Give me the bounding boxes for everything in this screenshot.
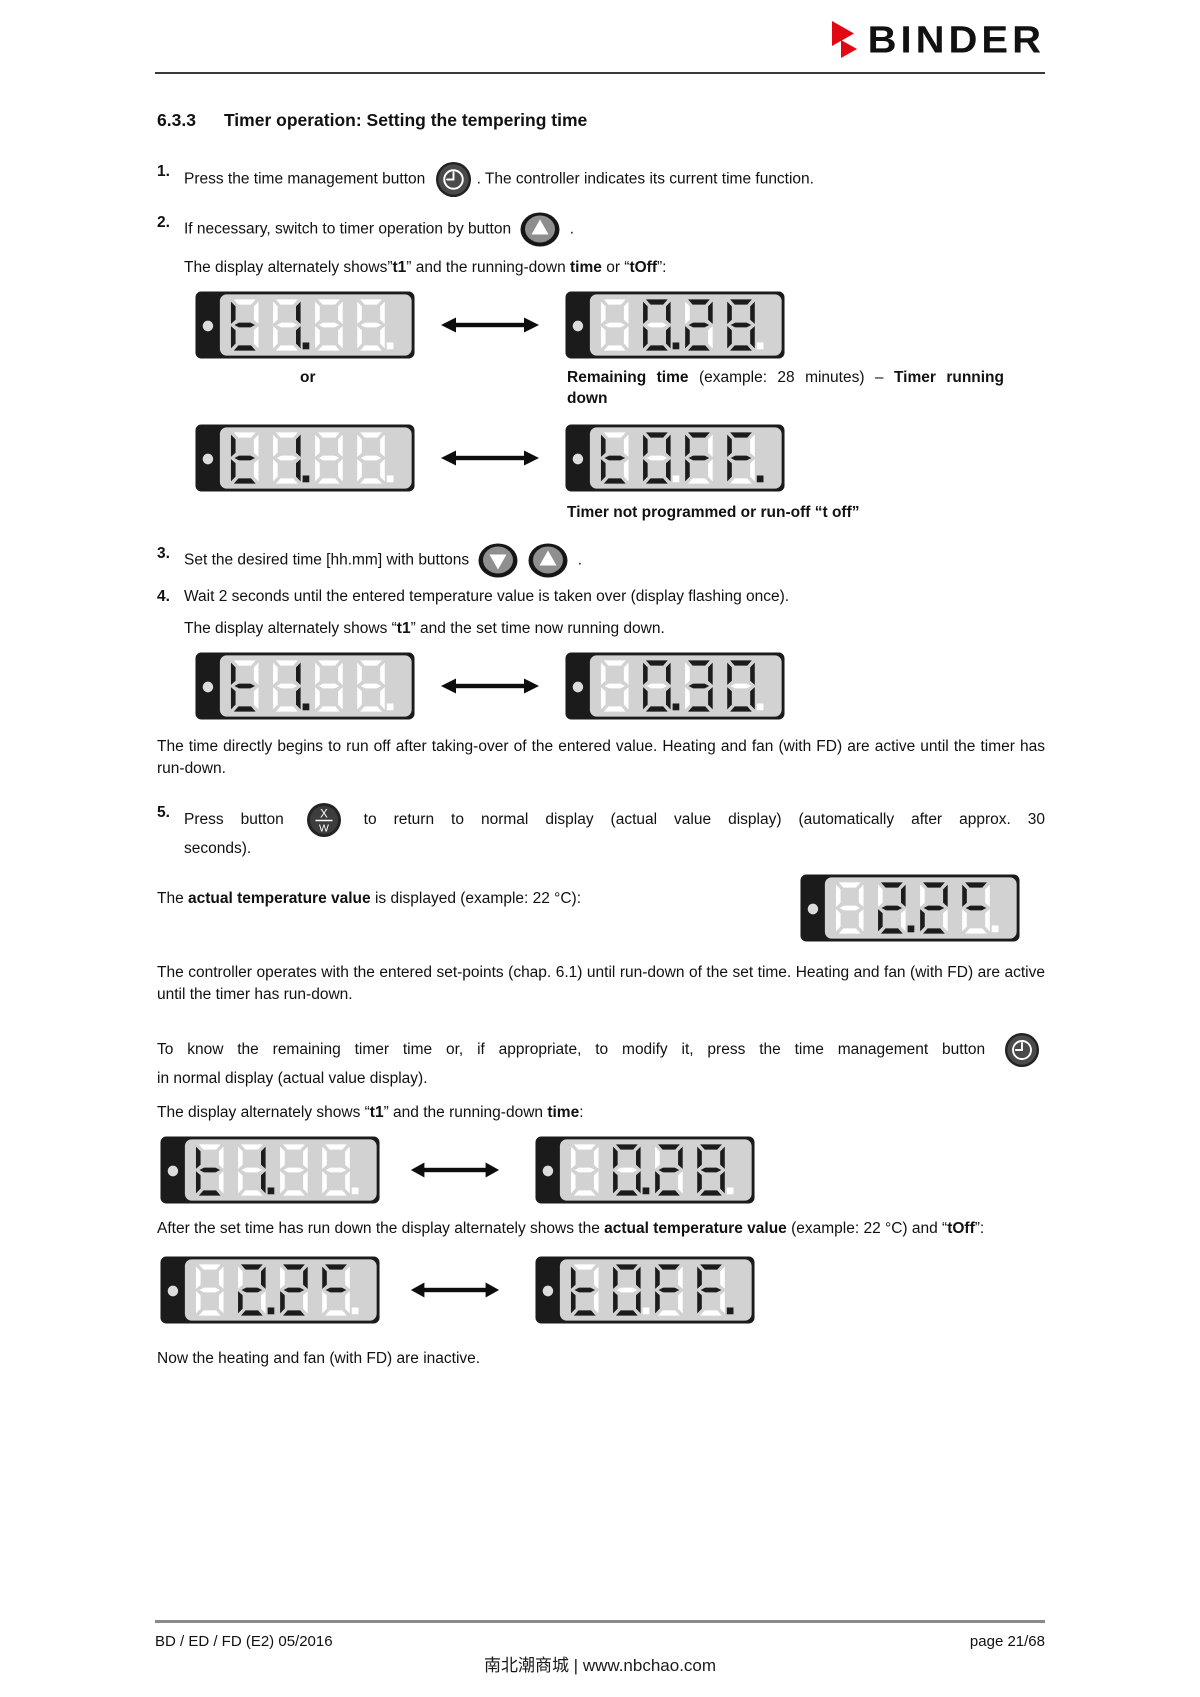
step-1-text-post: . The controller indicates its current t… bbox=[476, 170, 814, 188]
para-to-know-line2: in normal display (actual value display)… bbox=[157, 1069, 428, 1087]
section-heading: 6.3.3 Timer operation: Setting the tempe… bbox=[157, 108, 1045, 133]
step-text: Wait 2 seconds until the entered tempera… bbox=[184, 586, 1045, 640]
seg-display-t1 bbox=[195, 424, 415, 492]
display-pair-temp-toff bbox=[160, 1256, 1045, 1324]
step-4-text: Wait 2 seconds until the entered tempera… bbox=[184, 587, 790, 605]
watermark-text: 南北潮商城 | www.nbchao.com bbox=[483, 1656, 717, 1676]
binder-logo: BINDER bbox=[831, 18, 1045, 62]
step-2-subtext: The display alternately shows”t1” and th… bbox=[184, 258, 667, 276]
seg-display-toff bbox=[565, 424, 785, 492]
page-footer: BD / ED / FD (E2) 05/2016 page 21/68 南北潮… bbox=[155, 1620, 1045, 1678]
para-now-inactive: Now the heating and fan (with FD) are in… bbox=[157, 1349, 481, 1367]
caption-timer-not-programmed: Timer not programmed or run-off “t off” bbox=[567, 503, 860, 521]
para-actual-value: The actual temperature value is displaye… bbox=[157, 889, 582, 907]
step-number: 4. bbox=[157, 587, 170, 605]
step-text: Press the time management button . The c… bbox=[184, 161, 1045, 198]
step-3: 3. Set the desired time [hh.mm] with but… bbox=[157, 543, 1045, 578]
step-number: 1. bbox=[157, 162, 170, 180]
para-to-know-pre: To know the remaining timer time or, if … bbox=[157, 1041, 999, 1059]
step-5-text-line2: seconds). bbox=[184, 839, 252, 857]
step-2-text-post: . bbox=[565, 220, 575, 238]
alternate-arrow-icon bbox=[410, 1159, 500, 1181]
up-button-icon bbox=[520, 212, 560, 247]
step-2-text-pre: If necessary, switch to timer operation … bbox=[184, 220, 516, 238]
alternate-arrow-icon bbox=[410, 1279, 500, 1301]
down-button-icon bbox=[478, 543, 518, 578]
para-after-run-down: After the set time has run down the disp… bbox=[157, 1219, 985, 1237]
seg-display-temp-22 bbox=[160, 1256, 380, 1324]
seg-display-t1 bbox=[195, 652, 415, 720]
binder-logo-mark-icon bbox=[831, 20, 860, 60]
or-label: or bbox=[300, 368, 316, 386]
display-pair-t1-toff bbox=[195, 424, 1045, 492]
seg-display-time-030 bbox=[565, 652, 785, 720]
footer-page-number: page 21/68 bbox=[969, 1633, 1045, 1650]
caption-row: or Remaining time (example: 28 minutes) … bbox=[195, 367, 1045, 410]
display-pair-t1-time bbox=[195, 291, 1045, 359]
page-header: BINDER bbox=[155, 0, 1045, 74]
step-text: If necessary, switch to timer operation … bbox=[184, 212, 1045, 279]
step-number: 3. bbox=[157, 544, 170, 562]
para-run-off: The time directly begins to run off afte… bbox=[157, 737, 1045, 777]
step-1-text-pre: Press the time management button bbox=[184, 170, 430, 188]
time-management-button-icon bbox=[1004, 1032, 1040, 1068]
xw-button-w-label: W bbox=[319, 822, 329, 834]
para-alt-time: The display alternately shows “t1” and t… bbox=[157, 1103, 584, 1121]
seg-display-t1 bbox=[160, 1136, 380, 1204]
step-3-text-post: . bbox=[573, 551, 583, 569]
section-number: 6.3.3 bbox=[157, 110, 196, 130]
xw-button-x-label: X bbox=[320, 808, 328, 820]
step-number: 2. bbox=[157, 213, 170, 231]
actual-value-row: The actual temperature value is displaye… bbox=[157, 874, 1045, 942]
step-5-text-post: to return to normal display (actual valu… bbox=[346, 811, 1045, 829]
brand-text: BINDER bbox=[867, 18, 1045, 62]
alternate-arrow-icon bbox=[440, 675, 540, 697]
para-to-know: To know the remaining timer time or, if … bbox=[157, 1032, 1045, 1090]
step-4: 4. Wait 2 seconds until the entered temp… bbox=[157, 586, 1045, 640]
seg-display-time-028 bbox=[535, 1136, 755, 1204]
caption-remaining-time: Remaining time (example: 28 minutes) – T… bbox=[567, 368, 1004, 408]
footer-doc-ref: BD / ED / FD (E2) 05/2016 bbox=[155, 1633, 333, 1650]
step-4-subtext: The display alternately shows “t1” and t… bbox=[184, 619, 665, 637]
up-button-icon bbox=[528, 543, 568, 578]
alternate-arrow-icon bbox=[440, 314, 540, 336]
step-1: 1. Press the time management button . Th… bbox=[157, 161, 1045, 198]
display-pair-t1-time-2 bbox=[160, 1136, 1045, 1204]
seg-display-temp-22 bbox=[800, 874, 1020, 942]
seg-display-time-028 bbox=[565, 291, 785, 359]
step-5-text-pre: Press button bbox=[184, 811, 301, 829]
time-management-button-icon bbox=[435, 161, 472, 198]
step-text: Set the desired time [hh.mm] with button… bbox=[184, 543, 1045, 578]
section-title: Timer operation: Setting the tempering t… bbox=[223, 110, 588, 130]
caption-row: Timer not programmed or run-off “t off” bbox=[195, 502, 1045, 523]
step-number: 5. bbox=[157, 803, 170, 821]
step-3-text-pre: Set the desired time [hh.mm] with button… bbox=[184, 551, 474, 569]
display-pair-t1-030 bbox=[195, 652, 1045, 720]
seg-display-toff bbox=[535, 1256, 755, 1324]
para-controller-setpoints: The controller operates with the entered… bbox=[157, 963, 1045, 1003]
step-2: 2. If necessary, switch to timer operati… bbox=[157, 212, 1045, 279]
seg-display-t1 bbox=[195, 291, 415, 359]
alternate-arrow-icon bbox=[440, 447, 540, 469]
